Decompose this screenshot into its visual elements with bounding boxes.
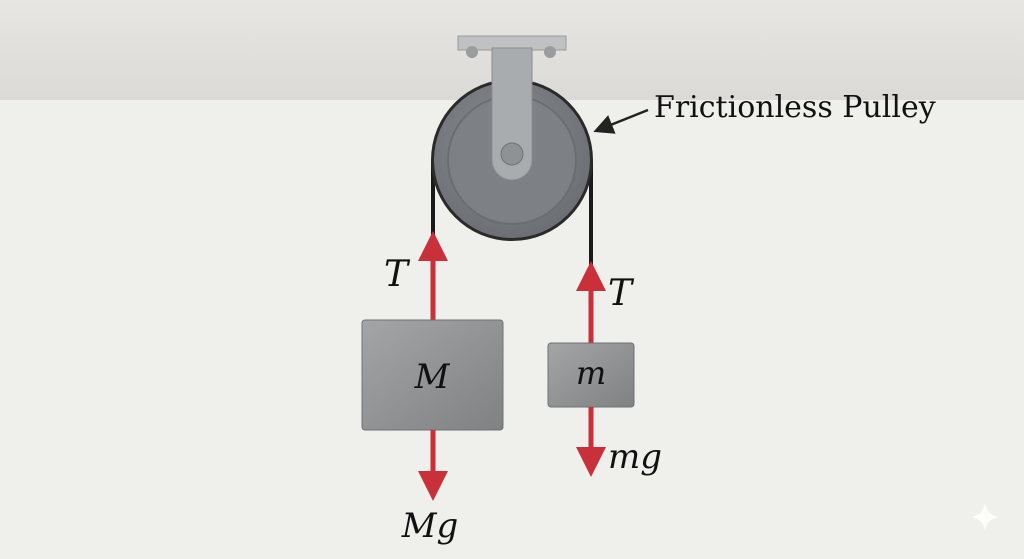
weight-label-small: mg bbox=[608, 437, 662, 477]
tension-label-right: T bbox=[608, 273, 635, 314]
sparkle-icon bbox=[971, 503, 999, 531]
pulley-bracket bbox=[491, 47, 533, 181]
tension-label-left: T bbox=[384, 254, 411, 295]
mass-small-label: m bbox=[576, 354, 606, 392]
pulley bbox=[431, 35, 593, 241]
pulley-label: Frictionless Pulley bbox=[654, 90, 936, 125]
weight-label-large: Mg bbox=[401, 506, 459, 546]
axle bbox=[500, 142, 524, 166]
mass-large-label: M bbox=[414, 357, 451, 397]
pulley-pointer-arrow bbox=[593, 108, 649, 134]
